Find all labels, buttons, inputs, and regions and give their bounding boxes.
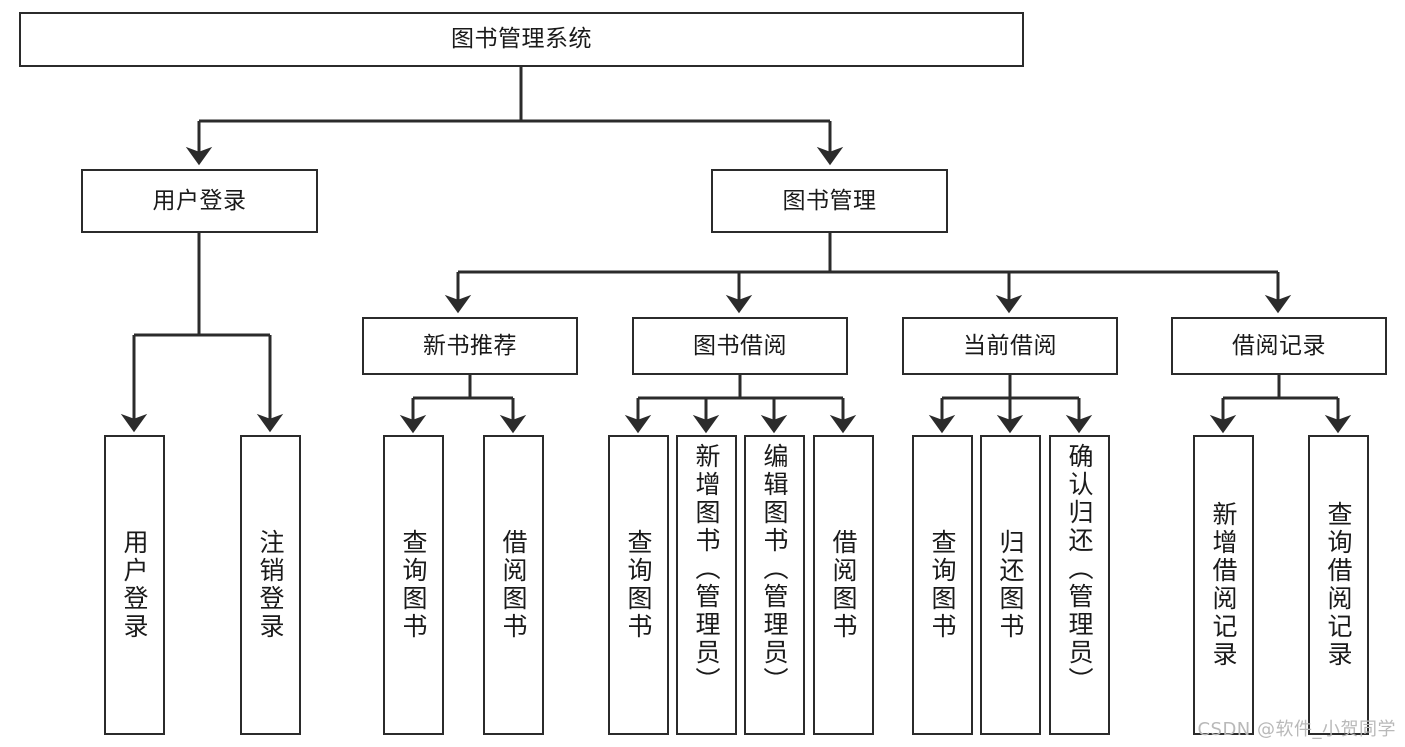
node-leaf-query-book-3[interactable]: 查询图书 — [912, 435, 973, 735]
node-user-login-label: 用户登录 — [152, 187, 247, 214]
node-leaf-confirm-return-admin[interactable]: 确认归还（管理员） — [1049, 435, 1110, 735]
node-current-borrow[interactable]: 当前借阅 — [902, 317, 1118, 375]
node-leaf-logout-login[interactable]: 注销登录 — [240, 435, 301, 735]
node-leaf-borrow-book-1[interactable]: 借阅图书 — [483, 435, 544, 735]
node-borrow-record-label: 借阅记录 — [1232, 332, 1326, 359]
node-leaf-confirm-return-admin-label: 确认归还（管理员） — [1065, 443, 1094, 695]
node-leaf-query-borrow-record[interactable]: 查询借阅记录 — [1308, 435, 1369, 735]
node-leaf-add-book-admin[interactable]: 新增图书（管理员） — [676, 435, 737, 735]
csdn-watermark: CSDN @软件_小贺同学 — [1197, 719, 1396, 740]
node-leaf-user-login-label: 用户登录 — [120, 529, 149, 641]
node-leaf-add-book-admin-label: 新增图书（管理员） — [692, 443, 721, 695]
node-book-management[interactable]: 图书管理 — [711, 169, 948, 233]
node-leaf-logout-login-label: 注销登录 — [256, 529, 285, 641]
node-leaf-query-book-3-label: 查询图书 — [928, 529, 957, 641]
node-root-system[interactable]: 图书管理系统 — [19, 12, 1024, 67]
node-new-book-recommend-label: 新书推荐 — [423, 332, 517, 359]
node-user-login[interactable]: 用户登录 — [81, 169, 318, 233]
node-leaf-return-book[interactable]: 归还图书 — [980, 435, 1041, 735]
node-leaf-edit-book-admin-label: 编辑图书（管理员） — [760, 443, 789, 695]
node-leaf-borrow-book-2[interactable]: 借阅图书 — [813, 435, 874, 735]
node-book-borrow[interactable]: 图书借阅 — [632, 317, 848, 375]
node-leaf-query-book-1-label: 查询图书 — [399, 529, 428, 641]
node-leaf-query-book-1[interactable]: 查询图书 — [383, 435, 444, 735]
node-leaf-query-borrow-record-label: 查询借阅记录 — [1324, 501, 1353, 669]
node-book-management-label: 图书管理 — [782, 187, 877, 214]
node-leaf-edit-book-admin[interactable]: 编辑图书（管理员） — [744, 435, 805, 735]
node-leaf-query-book-2[interactable]: 查询图书 — [608, 435, 669, 735]
node-leaf-return-book-label: 归还图书 — [996, 529, 1025, 641]
node-leaf-query-book-2-label: 查询图书 — [624, 529, 653, 641]
node-current-borrow-label: 当前借阅 — [963, 332, 1057, 359]
node-root-system-label: 图书管理系统 — [451, 26, 592, 53]
node-leaf-add-borrow-record[interactable]: 新增借阅记录 — [1193, 435, 1254, 735]
node-leaf-borrow-book-2-label: 借阅图书 — [829, 529, 858, 641]
node-leaf-user-login[interactable]: 用户登录 — [104, 435, 165, 735]
node-book-borrow-label: 图书借阅 — [693, 332, 787, 359]
node-borrow-record[interactable]: 借阅记录 — [1171, 317, 1387, 375]
node-leaf-borrow-book-1-label: 借阅图书 — [499, 529, 528, 641]
node-leaf-add-borrow-record-label: 新增借阅记录 — [1209, 501, 1238, 669]
node-new-book-recommend[interactable]: 新书推荐 — [362, 317, 578, 375]
